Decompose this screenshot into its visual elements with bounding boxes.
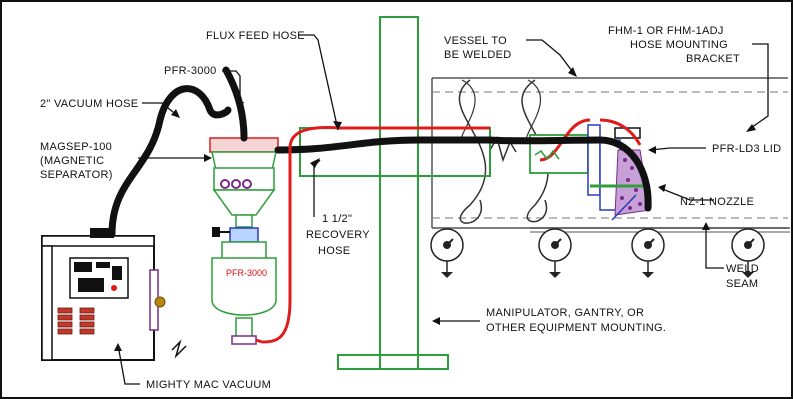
leader-lines [117,34,769,385]
mighty-mac-vacuum [41,228,187,361]
roller-4 [731,228,765,278]
welding-head-assembly [529,118,651,221]
weld-seam-label-line-1: WELD [726,263,759,275]
vessel-label-line-2: BE WELDED [444,49,512,61]
hoses [108,66,652,344]
manipulator-label-line-2: OTHER EQUIPMENT MOUNTING. [486,322,666,334]
fhm-label-line-1: FHM-1 OR FHM-1ADJ [608,25,724,37]
fhm-label-line-2: HOSE MOUNTING [630,39,728,51]
vessel-rollers [430,227,790,278]
recovery-hose-label-line-2: RECOVERY [306,229,370,241]
roller-3 [631,228,665,278]
magsep-label-line-2: (MAGNETIC [40,155,104,167]
mighty-mac-label: MIGHTY MAC VACUUM [146,379,271,391]
recovery-hose-label-line-3: HOSE [318,245,350,257]
magsep-label-line-3: SEPARATOR) [40,169,113,181]
arrow-heads [114,67,756,351]
weld-seam-label-line-2: SEAM [726,278,758,290]
roller-1 [430,228,464,278]
manipulator-label-line-1: MANIPULATOR, GANTRY, OR [486,307,644,319]
roller-2 [538,228,572,278]
pfr-ld3-lid-label: PFR-LD3 LID [712,143,781,155]
pfr-3000-tank-label: PFR-3000 [226,268,267,278]
vacuum-hose-label: 2" VACUUM HOSE [40,98,138,110]
recovery-hose-label-line-1: 1 1/2" [322,213,352,225]
fhm-label-line-3: BRACKET [686,53,740,65]
pfr-3000-unit: PFR-3000 [209,137,279,345]
flux-feed-hose-label: FLUX FEED HOSE [206,30,305,42]
pfr-3000-top-label: PFR-3000 [164,65,217,77]
vessel-label-line-1: VESSEL TO [444,35,507,47]
magsep-label-line-1: MAGSEP-100 [40,141,112,153]
manipulator-gantry [299,16,491,370]
nz-1-nozzle-label: NZ-1 NOZZLE [680,196,754,208]
